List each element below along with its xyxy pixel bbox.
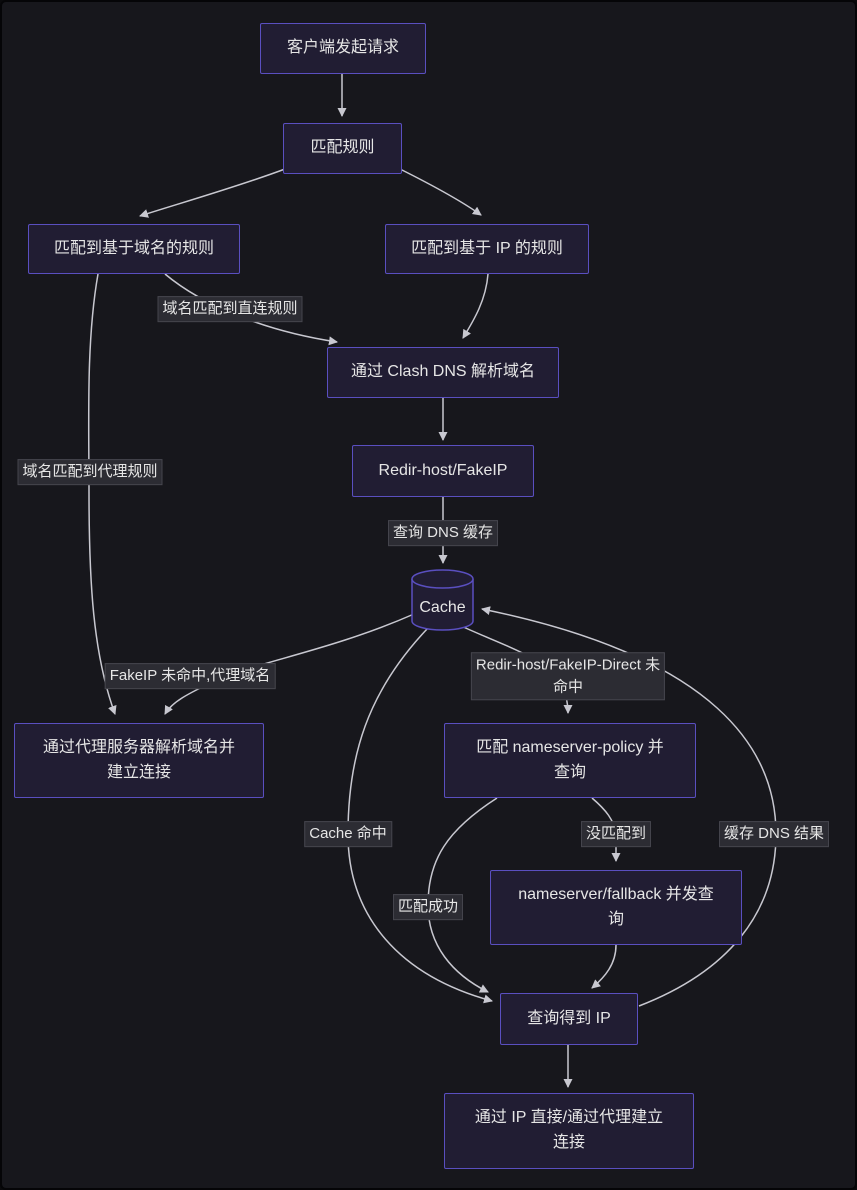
node-clash-dns-label: 通过 Clash DNS 解析域名 xyxy=(350,363,536,381)
node-domain-rule-label: 匹配到基于域名的规则 xyxy=(53,239,214,257)
edge-domain-rule-to-proxy-resolve xyxy=(87,273,117,715)
node-match-rule[interactable]: 匹配规则 xyxy=(283,123,402,174)
edge-match-to-ip-rule xyxy=(399,168,482,216)
edge-match-to-domain-rule xyxy=(139,168,286,218)
node-got-ip[interactable]: 查询得到 IP xyxy=(500,993,638,1045)
node-cache-label[interactable]: Cache xyxy=(419,599,466,616)
node-domain-rule[interactable]: 匹配到基于域名的规则 xyxy=(28,224,240,274)
node-connect[interactable]: 通过 IP 直接/通过代理建立 连接 xyxy=(444,1093,694,1169)
node-proxy-resolve[interactable]: 通过代理服务器解析域名并 建立连接 xyxy=(14,723,264,798)
edge-label-query-dns-cache: 查询 DNS 缓存 xyxy=(387,520,499,546)
node-proxy-resolve-label: 通过代理服务器解析域名并 建立连接 xyxy=(42,738,235,781)
node-nameserver-policy-label: 匹配 nameserver-policy 并 查询 xyxy=(476,738,664,781)
node-nameserver-fallback-label: nameserver/fallback 并发查 询 xyxy=(518,885,714,928)
edge-label-cache-hit: Cache 命中 xyxy=(304,821,392,847)
node-ip-rule-label: 匹配到基于 IP 的规则 xyxy=(411,239,563,257)
edge-label-fakeip-miss: FakeIP 未命中,代理域名 xyxy=(104,663,276,689)
edge-label-domain-direct: 域名匹配到直连规则 xyxy=(157,296,303,322)
edge-label-match-ok: 匹配成功 xyxy=(392,894,464,920)
edge-label-no-match: 没匹配到 xyxy=(580,821,652,847)
node-match-rule-label: 匹配规则 xyxy=(310,139,375,157)
node-connect-label: 通过 IP 直接/通过代理建立 连接 xyxy=(474,1109,664,1151)
edge-label-domain-proxy: 域名匹配到代理规则 xyxy=(17,459,163,485)
cache-cylinder xyxy=(411,569,474,631)
edge-label-cache-result: 缓存 DNS 结果 xyxy=(718,821,830,847)
edge-fallback-to-got-ip xyxy=(591,944,617,989)
node-got-ip-label: 查询得到 IP xyxy=(527,1009,611,1027)
node-redir-host[interactable]: Redir-host/FakeIP xyxy=(352,445,534,497)
node-client-request[interactable]: 客户端发起请求 xyxy=(260,23,426,74)
node-nameserver-policy[interactable]: 匹配 nameserver-policy 并 查询 xyxy=(444,723,696,798)
node-redir-host-label: Redir-host/FakeIP xyxy=(378,461,508,479)
node-nameserver-fallback[interactable]: nameserver/fallback 并发查 询 xyxy=(490,870,742,945)
edge-label-redir-miss: Redir-host/FakeIP-Direct 未 命中 xyxy=(470,652,666,700)
edge-ip-rule-to-clash-dns xyxy=(462,273,489,339)
node-client-request-label: 客户端发起请求 xyxy=(286,39,399,57)
node-clash-dns[interactable]: 通过 Clash DNS 解析域名 xyxy=(327,347,559,398)
node-ip-rule[interactable]: 匹配到基于 IP 的规则 xyxy=(385,224,589,274)
